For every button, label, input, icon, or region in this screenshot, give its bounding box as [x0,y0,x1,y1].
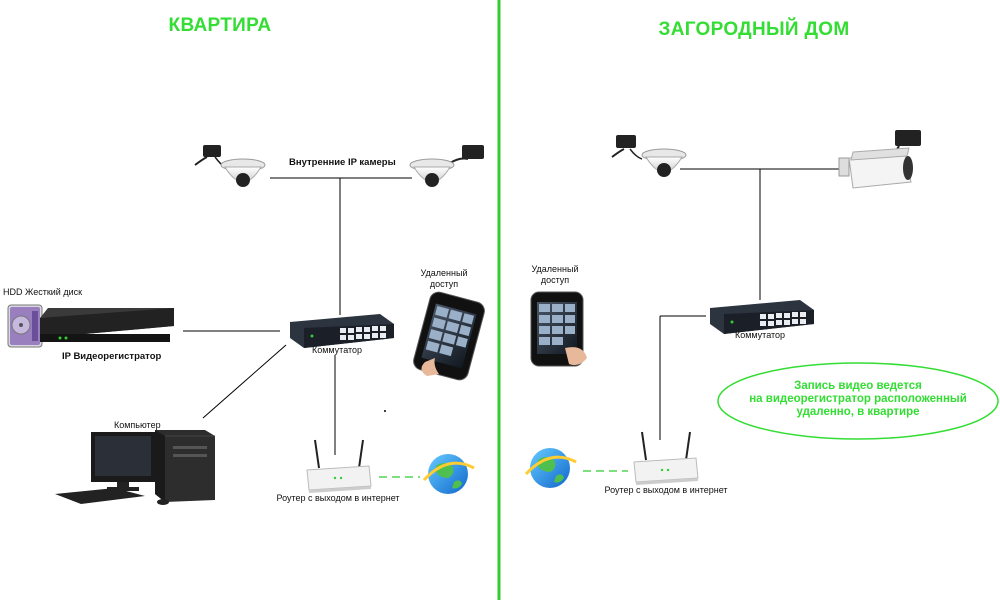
dome-camera-icon [194,145,266,187]
switch-label: Коммутатор [734,330,786,340]
remote-access-label-line2: доступ [540,275,570,285]
remote-access-label-line1: Удаленный [531,264,579,274]
zone-title-country-house: ЗАГОРОДНЫЙ ДОМ [658,19,850,40]
smartphone-icon [530,291,587,367]
nvr-icon [40,308,174,342]
remote-access-label: Удаленный доступ [532,264,579,286]
router-icon [306,439,372,493]
smartphone-icon [413,291,485,381]
remote-access-label-line2: доступ [429,279,459,289]
hdd-icon [7,304,43,348]
note-line-3: удаленно, в квартире [796,406,920,418]
switch-label: Коммутатор [311,345,363,355]
desktop-computer-icon [55,430,215,505]
internet-globe-icon [524,448,577,488]
router-label: Роутер с выходом в интернет [276,493,400,503]
hdd-label: HDD Жесткий диск [3,287,83,297]
remote-access-label: Удаленный доступ [421,268,468,290]
router-icon [633,431,699,485]
internet-globe-icon [422,454,475,494]
computer-label: Компьютер [114,420,161,430]
network-switch-icon [290,314,394,348]
remote-access-label-line1: Удаленный [420,268,468,278]
apartment-connection-lines [183,177,412,455]
cameras-label: Внутренние IP камеры [289,157,396,168]
zone-title-apartment: КВАРТИРА [168,15,272,36]
stray-dot [384,410,386,412]
dome-camera-icon [409,145,484,187]
note-ellipse [717,362,999,440]
house-connection-lines [659,168,842,440]
bullet-camera-icon [838,130,921,189]
router-label: Роутер с выходом в интернет [604,485,728,495]
nvr-label: IP Видеорегистратор [62,351,162,362]
dome-camera-icon [611,135,687,177]
note-line-1: Запись видео ведется [794,380,922,392]
remote-recording-note: Запись видео ведется на видеорегистратор… [749,380,967,419]
network-switch-icon [710,300,814,334]
note-line-2: на видеорегистратор расположенный [749,393,967,405]
